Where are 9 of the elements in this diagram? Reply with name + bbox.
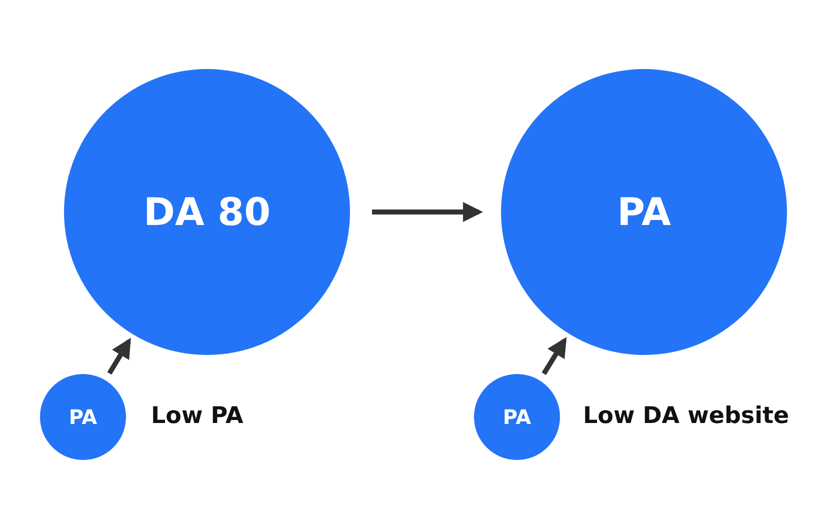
arrow [372,202,483,222]
arrow [107,338,131,375]
node-caption: Low DA website [583,403,790,429]
node-caption: Low PA [151,403,244,429]
arrow [542,336,567,375]
node-label: PA [617,190,671,234]
node-label: PA [502,405,532,429]
node-label: PA [68,405,98,429]
node-label: DA 80 [143,190,271,234]
